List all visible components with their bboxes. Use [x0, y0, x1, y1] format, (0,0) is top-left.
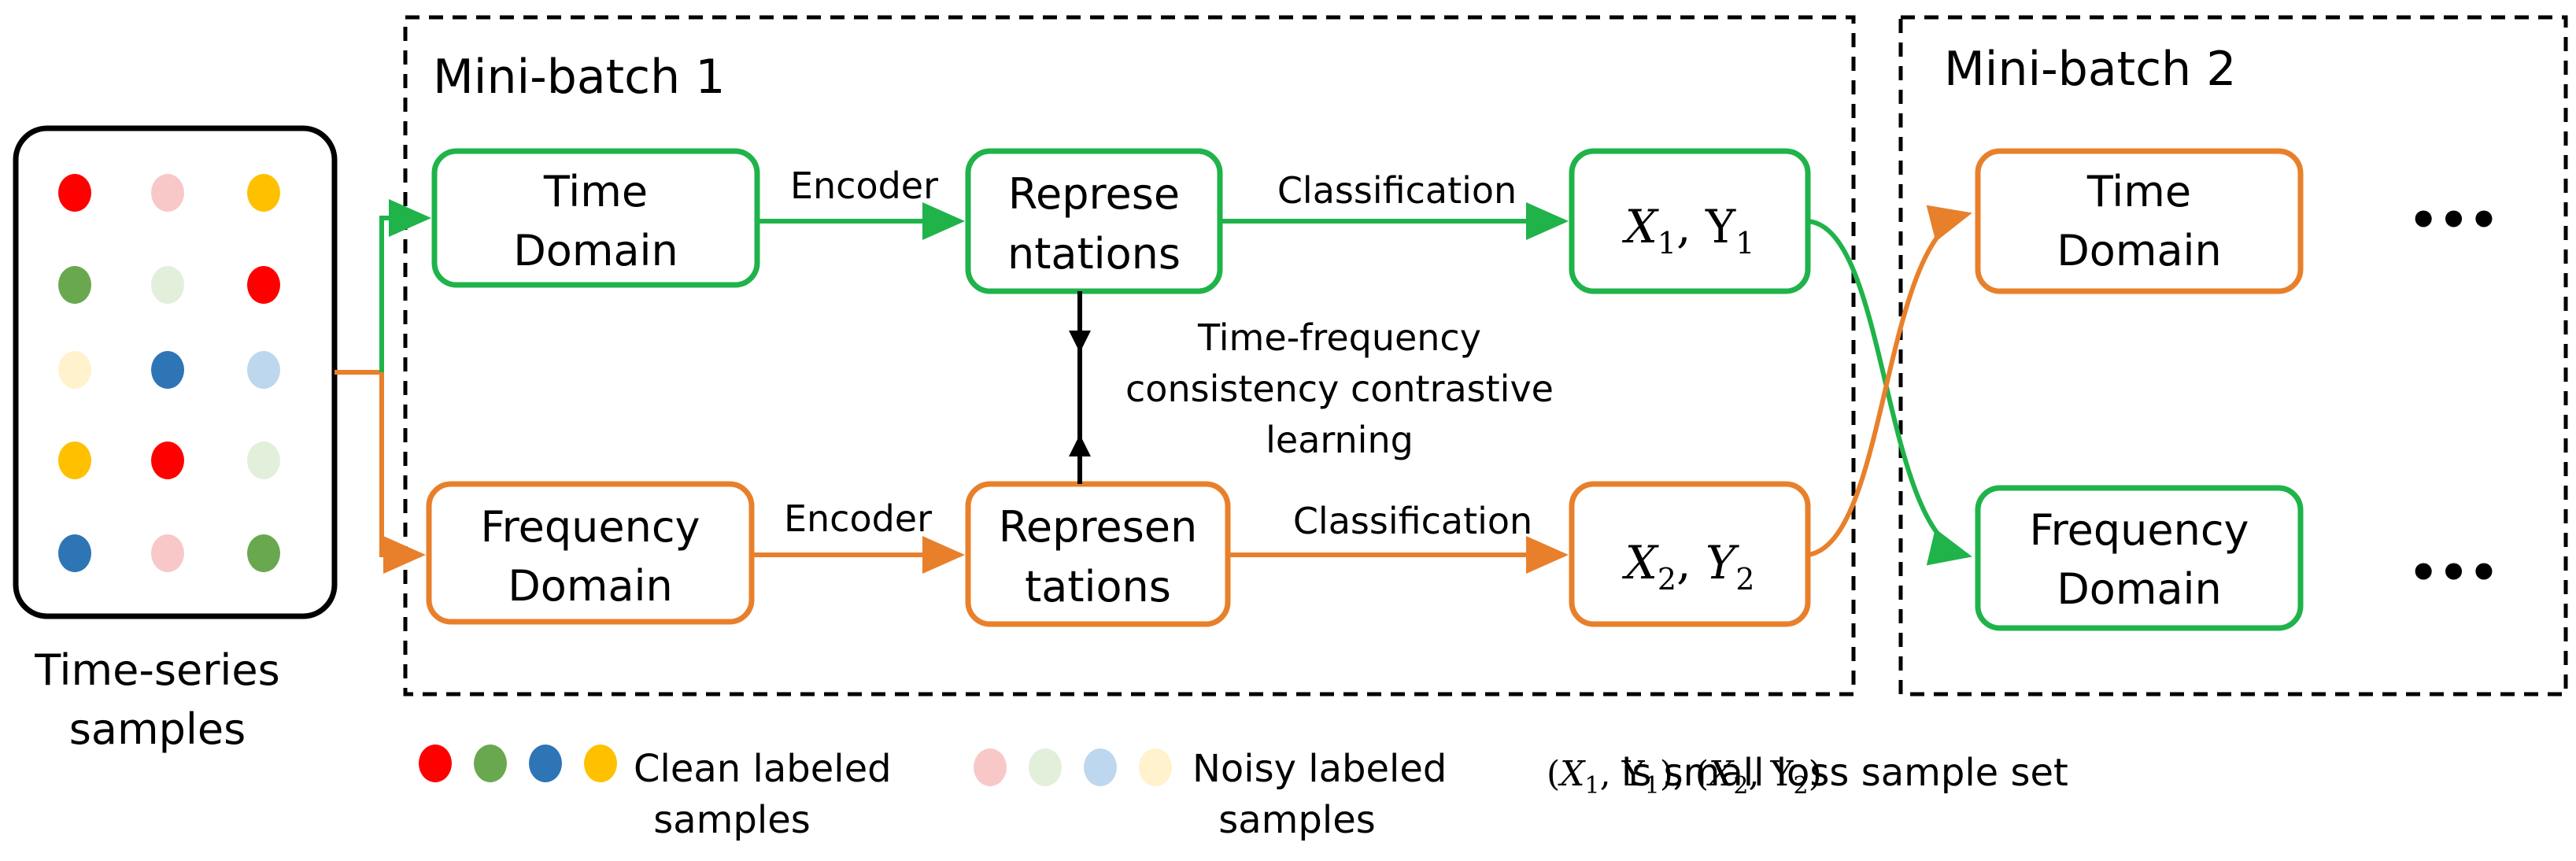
sl-x1: X	[1558, 754, 1586, 794]
sample-dot-yellow	[247, 174, 280, 212]
output-bottom-sep: ,	[1676, 536, 1706, 589]
mb2-time-domain-box[interactable]	[1975, 148, 2304, 294]
minibatch-2-title: Mini-batch 2	[1944, 42, 2236, 97]
sample-dot-lightgreen	[151, 266, 184, 304]
sample-dot-yellow	[58, 442, 91, 479]
time-domain-box[interactable]	[431, 148, 760, 288]
mb2-frequency-domain-box[interactable]	[1975, 485, 2304, 631]
time-series-samples: Time-series samples	[13, 125, 338, 754]
sample-dot-pink	[151, 534, 184, 572]
sl-sep1: ,	[1600, 754, 1622, 794]
output-top-x: X	[1622, 200, 1660, 253]
minibatch-1-title: Mini-batch 1	[433, 50, 725, 105]
sl-p2: ), (	[1660, 754, 1709, 794]
frequency-domain-line1: Frequency	[481, 502, 700, 552]
classification-top-label: Classification	[1277, 169, 1517, 212]
sl-y2-sub: 2	[1793, 772, 1808, 800]
minibatch-2-frame	[1898, 15, 2568, 697]
legend-small-loss-text: is small loss sample set	[1621, 751, 2068, 795]
sample-dot-pink	[151, 174, 184, 212]
mb2-frequency-domain-line1: Frequency	[2030, 505, 2249, 555]
encoder-top-label: Encoder	[790, 164, 938, 207]
mb2-time-domain-line1: Time	[2086, 167, 2191, 216]
minibatch-1: Mini-batch 1 Time Domain Frequency Domai…	[403, 15, 1856, 697]
representations-bottom-line1: Represen	[999, 502, 1197, 552]
contrastive-down-arrowhead	[1069, 331, 1091, 353]
legend-dot-pink	[974, 748, 1007, 786]
legend-dot-lightblue	[1084, 748, 1117, 786]
cross-orange-curve	[1807, 205, 1972, 557]
legend-dot-yellow	[584, 745, 617, 782]
mb2-frequency-domain-line2: Domain	[2057, 564, 2222, 614]
legend: Clean labeled samples Noisy labeled samp…	[419, 745, 2068, 842]
legend-clean-dots	[419, 745, 617, 782]
output-bottom-y: Y	[1706, 536, 1739, 589]
sl-x2-sub: 2	[1733, 772, 1748, 800]
encoder-bottom-label: Encoder	[784, 497, 932, 540]
sl-sep2: ,	[1748, 754, 1770, 794]
sample-dot-green	[247, 534, 280, 572]
sample-dots	[58, 174, 280, 572]
sl-p1: (	[1547, 754, 1560, 794]
split-green-line	[379, 199, 431, 372]
sample-dot-blue	[58, 534, 91, 572]
legend-dot-cream	[1139, 748, 1172, 786]
mb2-ellipsis-bottom: •••	[2408, 545, 2499, 600]
legend-dot-blue	[529, 745, 562, 782]
legend-noisy-dots	[974, 748, 1172, 786]
output-top-y-sub: 1	[1735, 226, 1754, 261]
contrastive-line3: learning	[1266, 419, 1414, 461]
legend-noisy-line2: samples	[1218, 798, 1376, 842]
output-top-y: Y	[1705, 200, 1736, 253]
frequency-domain-line2: Domain	[508, 561, 673, 611]
legend-noisy-line1: Noisy labeled	[1192, 747, 1447, 791]
split-orange-line	[334, 370, 426, 574]
sample-dot-red	[58, 174, 91, 212]
mb2-time-domain-line2: Domain	[2057, 226, 2222, 275]
samples-label-line2: samples	[69, 704, 246, 754]
output-bottom-x-sub: 2	[1658, 562, 1676, 597]
contrastive-line2: consistency contrastive	[1125, 368, 1554, 410]
classification-bottom-label: Classification	[1293, 500, 1532, 542]
legend-dot-red	[419, 745, 452, 782]
sample-dot-green	[58, 266, 91, 304]
representations-top-line2: ntations	[1007, 229, 1181, 279]
samples-label-line1: Time-series	[34, 645, 280, 695]
output-bottom-label: X2, Y2	[1622, 536, 1755, 597]
sample-dot-blue	[151, 351, 184, 389]
sample-dot-red	[151, 442, 184, 479]
contrastive-up-arrowhead	[1069, 434, 1091, 456]
representations-top-line1: Represe	[1008, 169, 1180, 219]
legend-clean-line2: samples	[653, 798, 811, 842]
sl-y1-sub: 1	[1645, 772, 1660, 800]
output-top-sep: ,	[1676, 200, 1706, 253]
sl-x2: X	[1706, 754, 1735, 794]
output-bottom-x: X	[1622, 536, 1660, 589]
minibatch-2: Mini-batch 2 Time Domain Frequency Domai…	[1898, 15, 2568, 697]
output-bottom-y-sub: 2	[1735, 562, 1754, 597]
output-top-x-sub: 1	[1658, 226, 1676, 261]
mb2-ellipsis-top: •••	[2408, 193, 2499, 248]
sample-dot-cream	[58, 351, 91, 389]
sample-dot-lightgreen	[247, 442, 280, 479]
sample-dot-red	[247, 266, 280, 304]
connectors	[334, 199, 1972, 574]
legend-small-loss: (X1, Y1), (X2, Y2)	[1547, 754, 1822, 800]
output-top-label: X1, Y1	[1622, 200, 1755, 261]
legend-dot-green	[474, 745, 507, 782]
sl-x1-sub: 1	[1585, 772, 1600, 800]
time-domain-line1: Time	[543, 167, 648, 216]
sample-dot-lightblue	[247, 351, 280, 389]
legend-dot-lightgreen	[1029, 748, 1062, 786]
sl-y2: Y	[1769, 754, 1794, 794]
legend-clean-line1: Clean labeled	[634, 747, 892, 791]
time-domain-line2: Domain	[513, 226, 678, 275]
sl-p3: )	[1809, 754, 1822, 794]
contrastive-line1: Time-frequency	[1197, 316, 1481, 359]
representations-bottom-line2: tations	[1025, 562, 1171, 612]
sl-y1: Y	[1621, 754, 1646, 794]
